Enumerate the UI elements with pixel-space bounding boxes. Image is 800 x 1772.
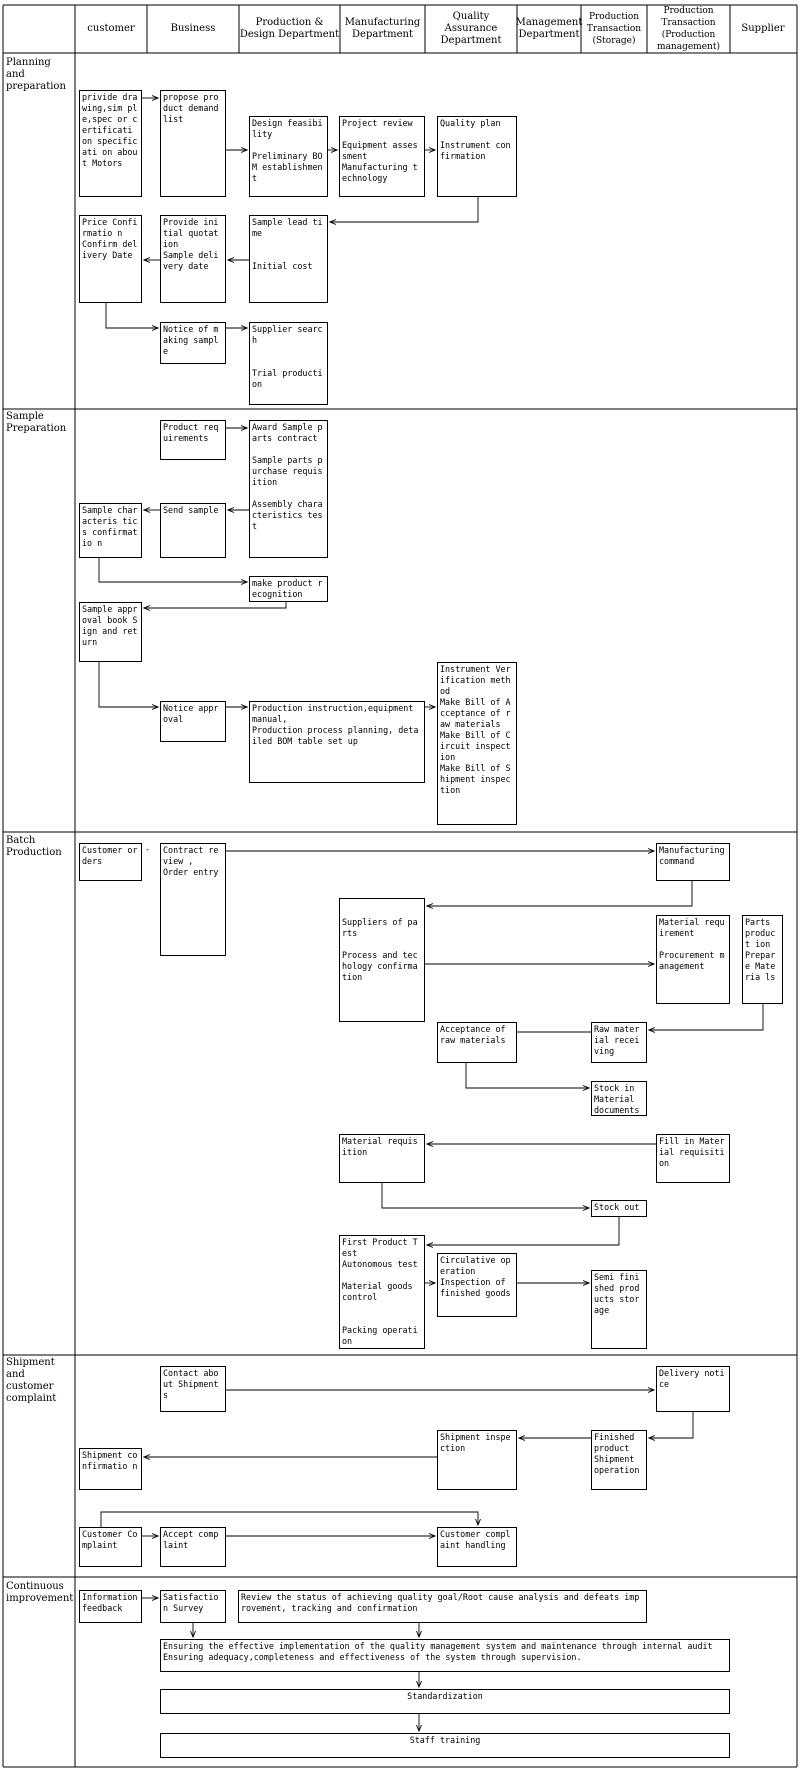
box-material-requirement: Material requirement Procurement managem… (656, 915, 730, 1004)
section-continuous-improvement: Continuous improvement (6, 1581, 74, 1604)
box-make-recognition: make product recognition (249, 576, 328, 602)
box-contract-review: Contract review , Order entry (160, 843, 226, 956)
flow-arrow (649, 1004, 764, 1030)
box-information-feedback: Information feedback (79, 1590, 142, 1623)
section-batch-production: Batch Production (6, 835, 62, 858)
box-project-review: Project review Equipment assessment Manu… (339, 116, 425, 197)
column-header-supplier: Supplier (741, 23, 785, 34)
flow-arrow (144, 602, 287, 608)
box-delivery-notice: Delivery notice (656, 1366, 730, 1412)
flow-arrow (427, 881, 693, 906)
box-fill-material-requisition: Fill in Material requisition (656, 1134, 730, 1183)
column-header-manufacturing: Manufacturing Department (344, 17, 421, 40)
box-finished-product: Finished product Shipment operation (591, 1430, 647, 1490)
dash-mark: - (145, 844, 151, 854)
box-stock-out: Stock out (591, 1200, 647, 1217)
column-header-customer: customer (87, 23, 135, 34)
box-notice-approval: Notice approval (160, 701, 226, 742)
box-contact-shipments: Contact about Shipments (160, 1366, 226, 1412)
flow-arrow (105, 303, 158, 328)
box-ensuring-qms: Ensuring the effective implementation of… (160, 1639, 730, 1672)
flow-arrow (330, 197, 479, 222)
box-sample-lead-time: Sample lead time Initial cost (249, 215, 328, 303)
box-review-status: Review the status of achieving quality g… (238, 1590, 647, 1623)
box-award-sample: Award Sample parts contract Sample parts… (249, 420, 328, 558)
flow-arrow (649, 1412, 694, 1438)
box-customer-orders: Customer orders (79, 843, 142, 881)
box-supplier-search: Supplier search Trial production (249, 322, 328, 405)
column-header-business: Business (170, 23, 216, 34)
box-send-sample: Send sample (160, 503, 226, 558)
box-price-confirmation: Price Confirmatio n Confirm delivery Dat… (79, 215, 142, 303)
box-circulative-inspection: Circulative operation Inspection of fini… (437, 1253, 517, 1317)
box-raw-material-receiving: Raw material receiving (591, 1022, 647, 1063)
column-header-production-storage: Production Transaction (Storage) (586, 12, 642, 46)
box-quality-plan: Quality plan Instrument confirmation (437, 116, 517, 197)
column-header-production-design: Production & Design Department (239, 17, 340, 40)
box-initial-quotation: Provide initial quotation Sample deliver… (160, 215, 226, 303)
box-semi-finished-storage: Semi finished products storage (591, 1270, 647, 1349)
flow-arrows (98, 98, 764, 1731)
box-manufacturing-command: Manufacturing command (656, 843, 730, 881)
flow-arrow (98, 662, 158, 707)
column-header-production-management: Production Transaction (Production manag… (657, 6, 720, 52)
box-shipment-inspection: Shipment inspection (437, 1430, 517, 1490)
box-sample-characteristics: Sample characteris tics confirmatio n (79, 503, 142, 558)
box-provide-drawing: privide drawing,sim ple,spec or certific… (79, 90, 142, 197)
box-accept-complaint: Accept complaint (160, 1527, 226, 1567)
section-planning: Planning and preparation (6, 57, 66, 92)
box-shipment-confirmation: Shipment confirmatio n (79, 1448, 142, 1490)
section-sample-preparation: Sample Preparation (6, 411, 67, 434)
box-notice-making-sample: Notice of making sample (160, 322, 226, 364)
box-parts-production: Parts product ion Prepare Materia ls (742, 915, 783, 1004)
box-instrument-verification: Instrument Verification method Make Bill… (437, 662, 517, 825)
section-shipment-complaint: Shipment and customer complaint (6, 1357, 57, 1404)
box-demand-list: propose product demand list (160, 90, 226, 197)
box-design-feasibility: Design feasibility Preliminary BOM estab… (249, 116, 328, 197)
flow-arrow (100, 1511, 478, 1527)
box-sample-approval: Sample approval book Sign and return (79, 602, 142, 662)
column-header-quality-assurance: Quality Assurance Department (440, 11, 502, 46)
column-header-management: Management Department (515, 17, 583, 40)
flow-arrow (427, 1217, 620, 1245)
box-first-product: First Product Test Autonomous test Mater… (339, 1235, 425, 1349)
box-customer-complaint: Customer Complaint (79, 1527, 142, 1567)
box-acceptance-raw-materials: Acceptance of raw materials (437, 1022, 517, 1063)
box-suppliers-of-parts: Suppliers of parts Process and techology… (339, 898, 425, 1022)
box-production-instruction: Production instruction,equipment manual,… (249, 701, 425, 783)
box-satisfaction-survey: Satisfaction Survey (160, 1590, 226, 1623)
box-complaint-handling: Customer complaint handling (437, 1527, 517, 1567)
box-stock-in: Stock in Material documents (591, 1081, 647, 1116)
flow-arrow (465, 1063, 589, 1088)
box-standardization: Standardization (160, 1689, 730, 1714)
flow-arrow (98, 558, 247, 582)
box-staff-training: Staff training (160, 1733, 730, 1758)
table-grid (2, 4, 798, 1768)
flow-arrow (381, 1183, 589, 1208)
box-material-requisition: Material requisition (339, 1134, 425, 1183)
box-product-requirements: Product requirements (160, 420, 226, 460)
